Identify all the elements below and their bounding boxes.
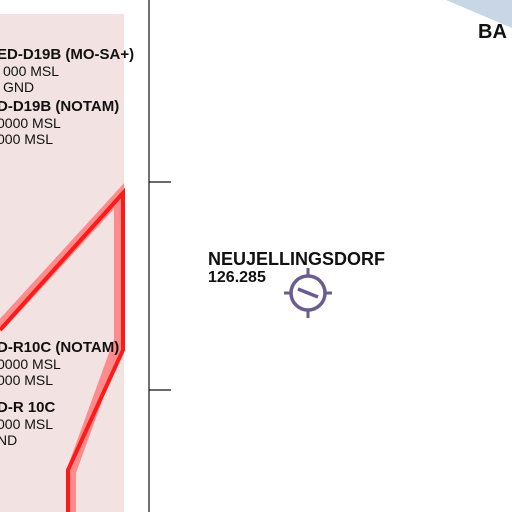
airspace-label-r10c-notam: D-R10C (NOTAM) 0000 MSL 000 MSL <box>0 339 119 388</box>
airspace-upper-limit: 0000 MSL <box>0 115 61 131</box>
airspace-upper-limit: 0000 MSL <box>0 356 61 372</box>
airspace-lower-limit: 000 MSL <box>0 131 54 147</box>
region-label: BA <box>478 21 507 43</box>
airspace-lower-limit: 000 MSL <box>0 372 54 388</box>
restricted-area-boundary <box>0 187 125 512</box>
airfield-frequency: 126.285 <box>208 269 266 286</box>
airfield-label[interactable]: NEUJELLINGSDORF 126.285 <box>208 249 385 287</box>
airspace-name: ED-D19B (MO-SA+) <box>0 46 135 63</box>
airspace-upper-limit: 000 MSL <box>3 63 60 79</box>
airfield-name: NEUJELLINGSDORF <box>208 249 386 269</box>
airspace-upper-limit: 000 MSL <box>0 416 54 432</box>
airspace-name: D-R10C (NOTAM) <box>0 339 120 356</box>
airspace-name: D-D19B (NOTAM) <box>0 98 120 115</box>
glider-airfield-icon[interactable] <box>284 268 332 318</box>
airspace-label-r10c: D-R 10C 000 MSL ND <box>0 399 55 448</box>
airspace-label-d19b-notam: D-D19B (NOTAM) 0000 MSL 000 MSL <box>0 98 119 147</box>
airspace-label-d19b-mo-sa: ED-D19B (MO-SA+) 000 MSL GND <box>0 46 134 95</box>
airspace-name: D-R 10C <box>0 399 56 416</box>
airspace-lower-limit: GND <box>3 79 35 95</box>
region-corner-wedge <box>446 0 512 28</box>
airspace-lower-limit: ND <box>0 432 18 448</box>
